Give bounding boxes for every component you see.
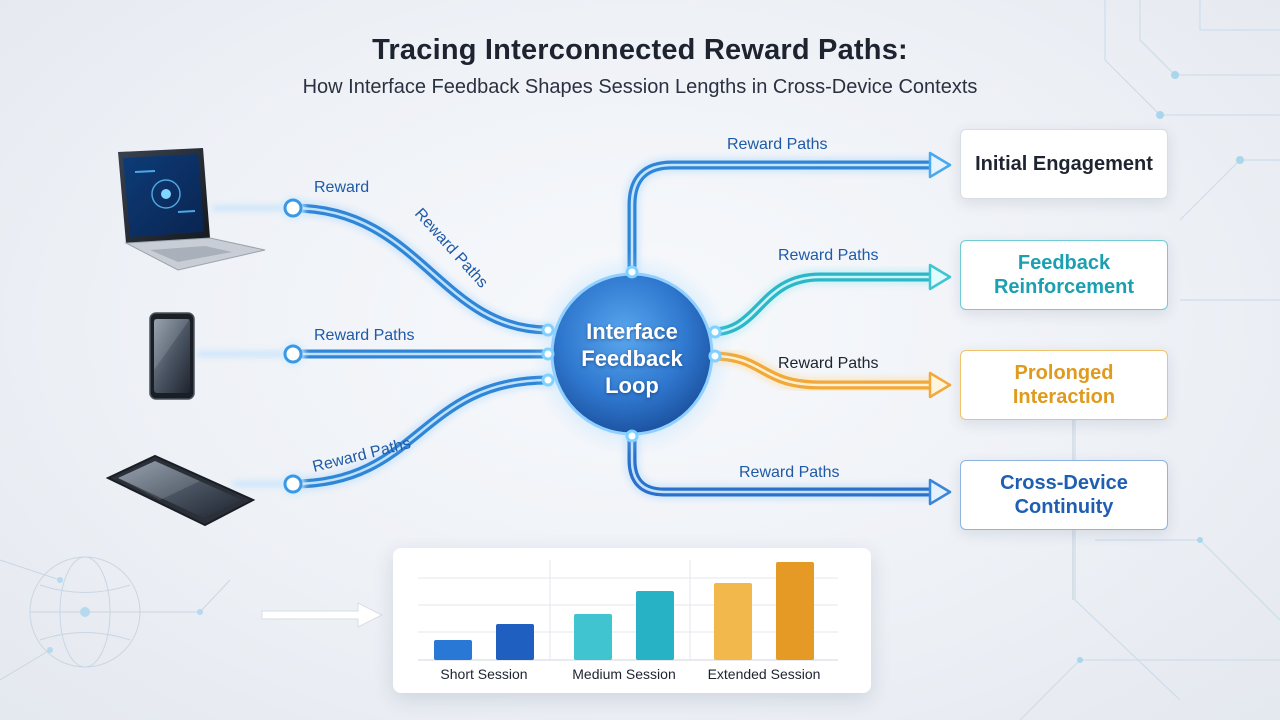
arrowheads bbox=[928, 151, 952, 506]
input-label-0: Reward bbox=[314, 179, 369, 196]
hub-label-line-3: Loop bbox=[605, 373, 659, 398]
globe-nodes bbox=[47, 577, 203, 653]
hub-label-line-1: Interface bbox=[586, 319, 678, 344]
output-path-1 bbox=[707, 272, 935, 337]
outcome-box-cross-device-continuity: Cross-Device Continuity bbox=[960, 460, 1168, 530]
page-title: Tracing Interconnected Reward Paths: bbox=[372, 34, 908, 66]
laptop-icon bbox=[118, 148, 266, 271]
arrow-to-chart-icon bbox=[261, 602, 384, 628]
tablet-icon bbox=[105, 454, 256, 527]
output-label-2: Reward Paths bbox=[778, 355, 879, 372]
chart-bar bbox=[434, 640, 472, 660]
chart-svg: Short Session Medium Session Extended Sess… bbox=[418, 560, 838, 682]
hub-nodes bbox=[541, 265, 722, 443]
hub-label: Interface Feedback Loop bbox=[548, 318, 716, 399]
outcome-label: Initial Engagement bbox=[975, 153, 1153, 175]
device-beams bbox=[197, 205, 288, 487]
chart-bar bbox=[776, 562, 814, 660]
circuit-nodes bbox=[1077, 71, 1244, 663]
outcome-label: Cross-Device Continuity bbox=[1000, 472, 1128, 518]
chart-bar bbox=[714, 583, 752, 660]
chart-bar bbox=[636, 591, 674, 660]
output-label-3: Reward Paths bbox=[739, 464, 840, 481]
output-label-0: Reward Paths bbox=[727, 136, 828, 153]
output-label-1: Reward Paths bbox=[778, 247, 879, 264]
chart-category-label: Short Session bbox=[440, 666, 527, 682]
smartphone-icon bbox=[149, 312, 195, 400]
arrowhead-2 bbox=[928, 371, 952, 399]
page-subtitle: How Interface Feedback Shapes Session Le… bbox=[302, 76, 978, 98]
outcome-box-prolonged-interaction: Prolonged Interaction bbox=[960, 350, 1168, 420]
chart-bar bbox=[496, 624, 534, 660]
outcome-box-feedback-reinforcement: Feedback Reinforcement bbox=[960, 240, 1168, 310]
curved-path-label: Reward Paths bbox=[411, 205, 491, 291]
arrowhead-0 bbox=[928, 151, 952, 179]
chart-category-label: Extended Session bbox=[708, 666, 821, 682]
chart-category-label: Medium Session bbox=[572, 666, 676, 682]
session-length-chart: Short Session Medium Session Extended Sess… bbox=[393, 548, 871, 693]
outcome-label: Prolonged Interaction bbox=[1012, 362, 1116, 408]
input-label-1: Reward Paths bbox=[314, 327, 415, 344]
input-paths bbox=[285, 200, 556, 492]
output-paths bbox=[624, 157, 938, 500]
outcome-box-initial-engagement: Initial Engagement bbox=[960, 129, 1168, 199]
outcome-label: Feedback Reinforcement bbox=[993, 252, 1135, 298]
arrowhead-1 bbox=[928, 263, 952, 291]
chart-bar bbox=[574, 614, 612, 660]
globe-decoration bbox=[0, 556, 231, 681]
input-nodes bbox=[281, 196, 305, 496]
hub-label-line-2: Feedback bbox=[581, 346, 683, 371]
arrowhead-3 bbox=[928, 478, 952, 506]
